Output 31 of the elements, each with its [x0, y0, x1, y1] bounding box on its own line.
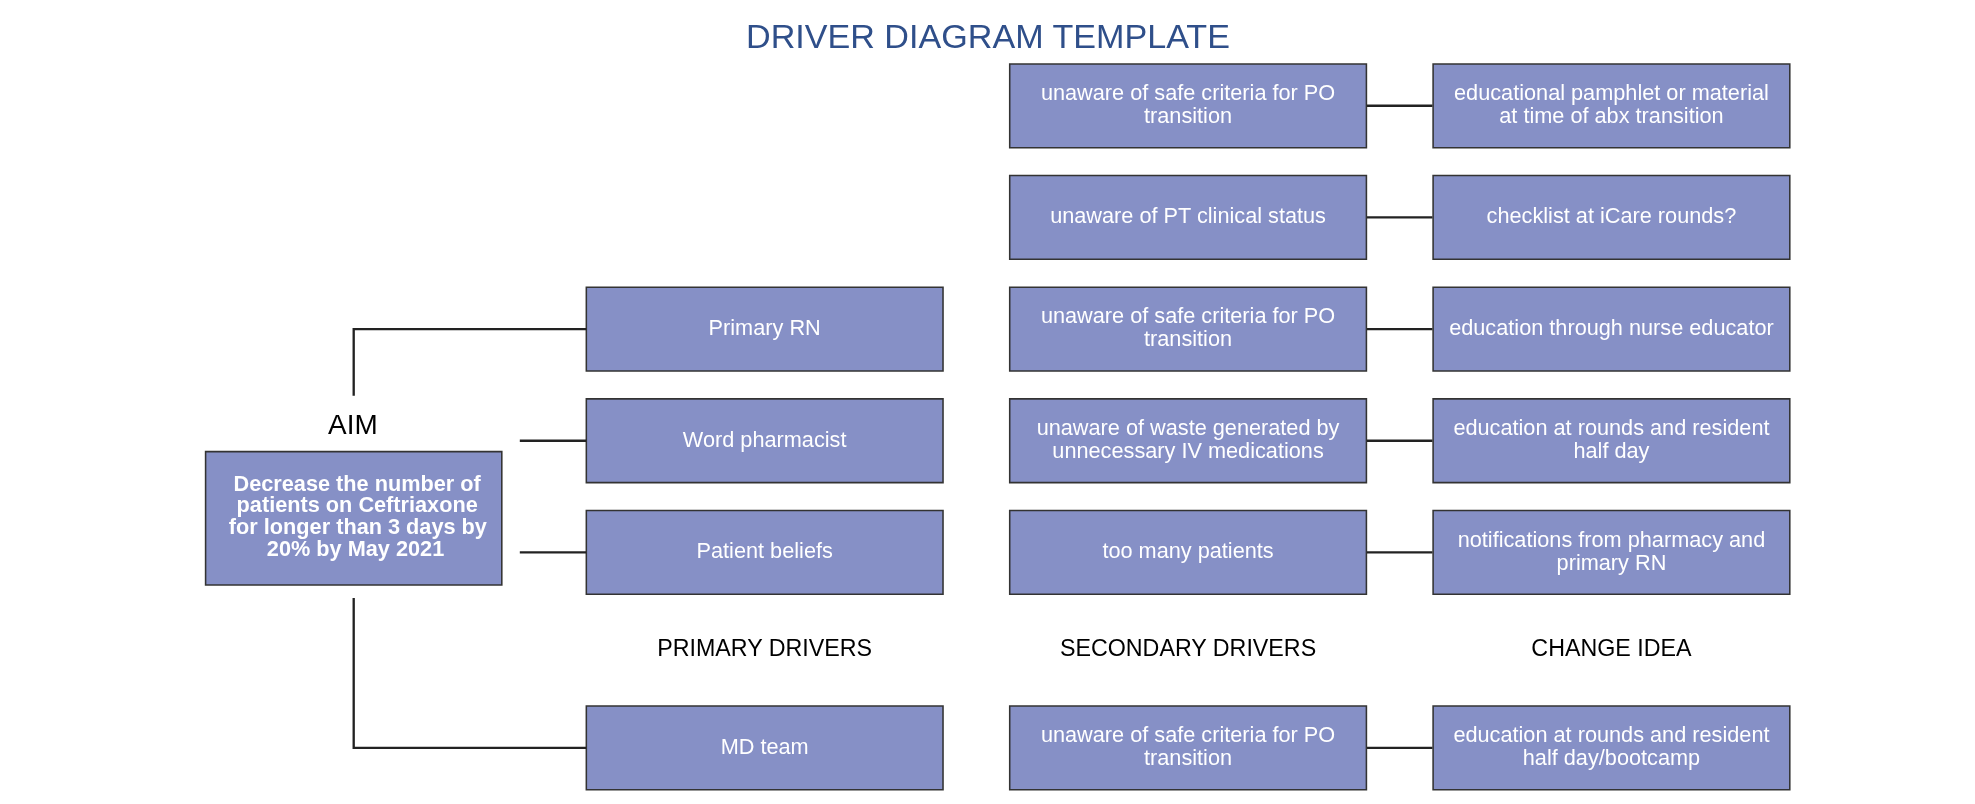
connector	[519, 551, 586, 554]
node-box: unaware of safe criteria for PO transition	[1008, 63, 1367, 149]
connector	[1366, 216, 1432, 219]
node-box: MD team	[585, 705, 944, 791]
connector	[1366, 551, 1432, 554]
node-box: Word pharmacist	[585, 398, 944, 484]
connector	[1366, 746, 1432, 749]
node-box: Patient beliefs	[585, 509, 944, 596]
label: CHANGE IDEA	[1530, 634, 1692, 661]
node-box: notifications from pharmacy and primary RN	[1431, 509, 1791, 596]
connector	[1366, 104, 1432, 107]
connector	[1366, 327, 1432, 331]
node-box: Primary RN	[585, 286, 944, 372]
label: PRIMARY DRIVERS	[656, 634, 872, 661]
node-box: checklist at iCare rounds?	[1431, 174, 1791, 261]
node-label: AIM	[327, 408, 378, 440]
connector	[352, 598, 586, 749]
node-box: unaware of waste generated by unnecessary IV medications	[1008, 398, 1367, 484]
node-box: unaware of safe criteria for PO transition	[1008, 286, 1367, 372]
connector	[352, 327, 586, 396]
node-box: too many patients	[1008, 509, 1367, 596]
node-box: educational pamphlet or material at time of abx transition	[1431, 63, 1791, 149]
connector	[519, 439, 586, 442]
node-box: unaware of safe criteria for PO transition	[1008, 705, 1367, 791]
connector	[1366, 439, 1432, 442]
node-box: education at rounds and resident half day/bootcamp	[1431, 705, 1791, 791]
node-box: education at rounds and resident half day	[1431, 398, 1791, 484]
node-box: unaware of PT clinical status	[1008, 174, 1367, 261]
label: SECONDARY DRIVERS	[1059, 634, 1316, 661]
node-box: education through nurse educator	[1431, 286, 1791, 372]
diagram-title: DRIVER DIAGRAM TEMPLATE	[745, 16, 1230, 55]
